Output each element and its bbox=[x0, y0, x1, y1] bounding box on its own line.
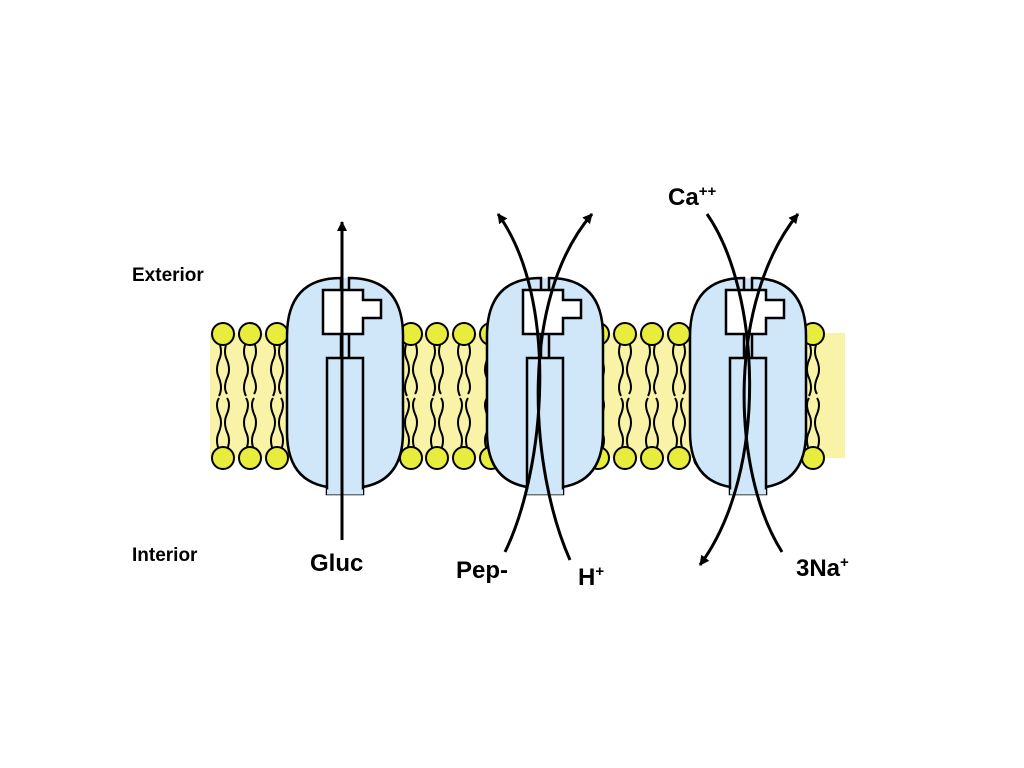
glucose-transporter bbox=[285, 276, 405, 496]
lipid-tail bbox=[653, 341, 659, 395]
lipid-tail bbox=[465, 341, 471, 395]
lipid-tail bbox=[270, 397, 276, 451]
lipid-tail bbox=[270, 341, 276, 397]
lipid-head bbox=[613, 446, 637, 470]
lipid-tail bbox=[216, 341, 222, 397]
lipid-tail bbox=[251, 397, 257, 451]
lipid-tail bbox=[645, 397, 651, 451]
lipid-tail bbox=[672, 341, 678, 397]
lipid-tail bbox=[251, 341, 257, 395]
lipid-head bbox=[613, 322, 637, 346]
lipid-head bbox=[238, 322, 262, 346]
lipid-tail bbox=[278, 397, 284, 451]
calcium-arrow bbox=[698, 213, 752, 566]
sodium-calcium-exchanger bbox=[688, 276, 808, 496]
lipid-pair bbox=[265, 322, 289, 470]
sodium-arrow bbox=[742, 213, 800, 553]
proton-label: H+ bbox=[578, 563, 604, 591]
lipid-tail bbox=[626, 397, 632, 451]
lipid-tail bbox=[814, 397, 820, 451]
lipid-tail bbox=[404, 341, 410, 397]
lipid-tail bbox=[412, 397, 418, 451]
lipid-pair bbox=[399, 322, 423, 470]
lipid-tail bbox=[438, 397, 444, 451]
lipid-tail bbox=[672, 397, 678, 451]
lipid-head bbox=[667, 322, 691, 346]
peptide-proton-symporter bbox=[485, 276, 605, 496]
lipid-head bbox=[265, 446, 289, 470]
lipid-tail bbox=[680, 397, 686, 451]
glucose-label: Gluc bbox=[310, 550, 363, 577]
sodium-label: 3Na+ bbox=[796, 554, 849, 582]
lipid-tail bbox=[618, 397, 624, 451]
sodium-label-charge: + bbox=[840, 554, 849, 571]
lipid-pair bbox=[613, 322, 637, 470]
lipid-head bbox=[640, 322, 664, 346]
lipid-head bbox=[667, 446, 691, 470]
lipid-tail bbox=[457, 341, 463, 397]
peptide-label: Pep- bbox=[456, 557, 508, 584]
lipid-tail bbox=[680, 341, 686, 395]
lipid-head bbox=[211, 322, 235, 346]
lipid-tail bbox=[618, 341, 624, 397]
proton-label-base: H bbox=[578, 564, 595, 591]
interior-label: Interior bbox=[132, 545, 198, 566]
lipid-tail bbox=[430, 341, 436, 397]
transport-arrows bbox=[337, 213, 800, 566]
lipid-tail bbox=[430, 397, 436, 451]
lipid-tail bbox=[243, 341, 249, 397]
lipid-tail bbox=[224, 341, 230, 395]
exterior-label: Exterior bbox=[132, 265, 204, 286]
lipid-pair bbox=[425, 322, 449, 470]
lipid-tail bbox=[224, 397, 230, 451]
lipid-tail bbox=[457, 397, 463, 451]
lipid-tail bbox=[645, 341, 651, 397]
lipid-head bbox=[425, 446, 449, 470]
lipid-tail bbox=[626, 341, 632, 395]
calcium-label: Ca++ bbox=[668, 183, 716, 211]
lipid-head bbox=[211, 446, 235, 470]
lipid-pair bbox=[211, 322, 235, 470]
lipid-tail bbox=[216, 397, 222, 451]
lipid-head bbox=[265, 322, 289, 346]
lipid-head bbox=[452, 446, 476, 470]
proton-arrow bbox=[536, 213, 594, 561]
lipid-pair bbox=[238, 322, 262, 470]
lipid-tail bbox=[404, 397, 410, 451]
transporter-proteins bbox=[285, 276, 808, 496]
lipid-head bbox=[425, 322, 449, 346]
lipid-head bbox=[452, 322, 476, 346]
lipid-head bbox=[238, 446, 262, 470]
lipid-pair bbox=[640, 322, 664, 470]
calcium-label-charge: ++ bbox=[699, 183, 717, 200]
lipid-tail bbox=[278, 341, 284, 395]
transport-channel bbox=[325, 356, 365, 496]
lipid-tail bbox=[653, 397, 659, 451]
lipid-tail bbox=[243, 397, 249, 451]
sodium-label-base: 3Na bbox=[796, 555, 841, 582]
lipid-head bbox=[399, 446, 423, 470]
lipid-tail bbox=[438, 341, 444, 395]
lipid-head bbox=[640, 446, 664, 470]
calcium-label-base: Ca bbox=[668, 184, 699, 211]
lipid-tail bbox=[412, 341, 418, 395]
lipid-tail bbox=[465, 397, 471, 451]
lipid-pair bbox=[667, 322, 691, 470]
lipid-tail bbox=[814, 341, 820, 395]
proton-label-charge: + bbox=[595, 563, 604, 580]
binding-site bbox=[321, 288, 383, 336]
lipid-pair bbox=[452, 322, 476, 470]
